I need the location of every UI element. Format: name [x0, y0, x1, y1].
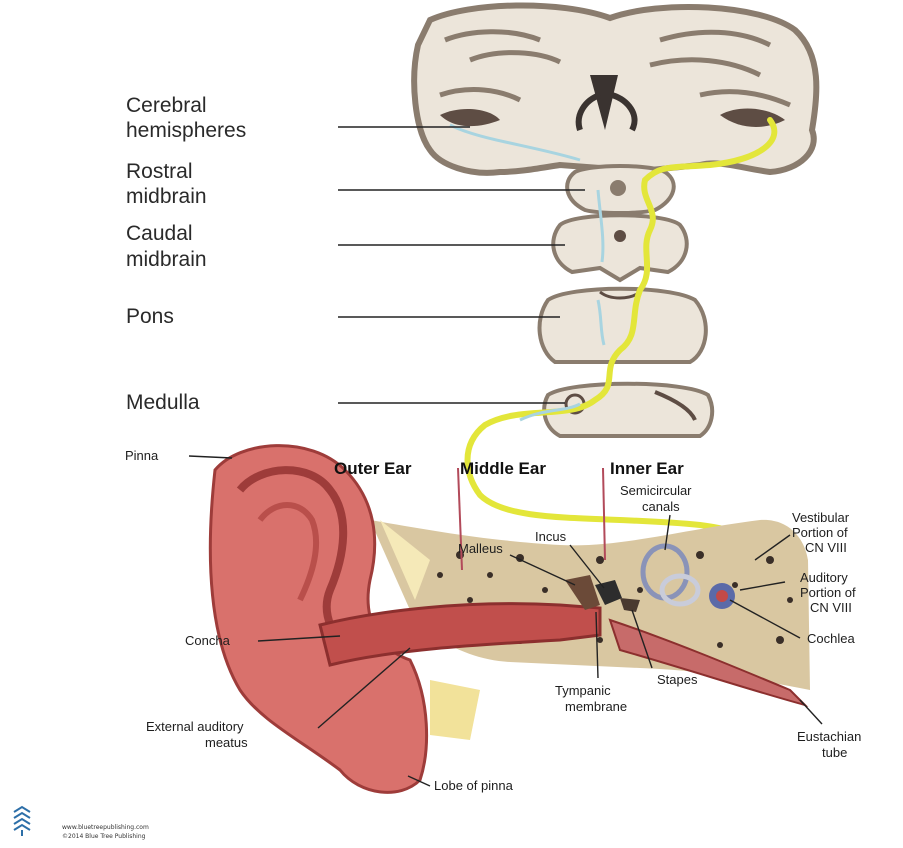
publisher-logo: [14, 807, 30, 836]
label-lobe-of-pinna: Lobe of pinna: [434, 778, 514, 793]
label-rostral-midbrain-1: Rostral: [126, 160, 193, 183]
label-auditory-2: Portion of: [800, 585, 856, 600]
caudal-midbrain-section: [553, 215, 687, 280]
label-caudal-midbrain-2: midbrain: [126, 248, 207, 271]
label-pons: Pons: [126, 305, 174, 328]
label-semicircular-2: canals: [642, 499, 680, 514]
leader-eustachian: [800, 700, 822, 724]
footer-copyright: ©2014 Blue Tree Publishing: [62, 833, 146, 840]
label-tympanic-1: Tympanic: [555, 683, 611, 698]
header-inner-ear: Inner Ear: [610, 459, 684, 478]
label-eustachian-1: Eustachian: [797, 729, 861, 744]
cerebral-hemispheres-section: [414, 5, 816, 172]
label-vestibular-3: CN VIII: [805, 540, 847, 555]
footer-url: www.bluetreepublishing.com: [62, 824, 149, 831]
label-external-meatus-1: External auditory: [146, 719, 244, 734]
label-caudal-midbrain-1: Caudal: [126, 222, 193, 245]
label-stapes: Stapes: [657, 672, 698, 687]
label-auditory-1: Auditory: [800, 570, 848, 585]
label-vestibular-1: Vestibular: [792, 510, 850, 525]
label-incus: Incus: [535, 529, 567, 544]
label-cochlea: Cochlea: [807, 631, 855, 646]
label-eustachian-2: tube: [822, 745, 847, 760]
label-pinna: Pinna: [125, 448, 159, 463]
label-concha: Concha: [185, 633, 231, 648]
label-semicircular-1: Semicircular: [620, 483, 692, 498]
leader-pinna: [189, 456, 232, 458]
label-vestibular-2: Portion of: [792, 525, 848, 540]
label-cerebral-hemispheres-2: hemispheres: [126, 119, 246, 142]
label-tympanic-2: membrane: [565, 699, 627, 714]
label-cerebral-hemispheres-1: Cerebral: [126, 94, 207, 117]
header-middle-ear: Middle Ear: [460, 459, 546, 478]
label-external-meatus-2: meatus: [205, 735, 248, 750]
label-malleus: Malleus: [458, 541, 503, 556]
header-outer-ear: Outer Ear: [334, 459, 412, 478]
label-auditory-3: CN VIII: [810, 600, 852, 615]
label-rostral-midbrain-2: midbrain: [126, 185, 207, 208]
label-medulla: Medulla: [126, 391, 200, 414]
